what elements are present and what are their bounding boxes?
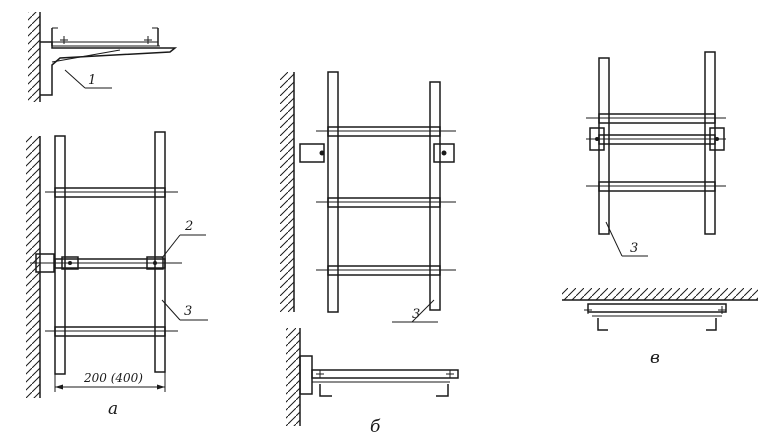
bolt-left-top bbox=[60, 36, 68, 44]
wall-anchor-a bbox=[35, 253, 55, 273]
label-3-a: 3 bbox=[184, 304, 192, 319]
ladder-a: 2 3 200 (400) а bbox=[26, 131, 208, 419]
plan-tray-v bbox=[587, 303, 727, 313]
plan-bolt-b-2 bbox=[446, 370, 454, 378]
bracket-strut bbox=[51, 49, 121, 63]
figure-b: 3 б bbox=[280, 71, 459, 437]
wall-hatch-top bbox=[28, 12, 40, 102]
plan-flange-v-right bbox=[706, 318, 717, 331]
figure-label-a: а bbox=[108, 399, 118, 419]
figure-a: 1 2 bbox=[26, 12, 208, 419]
leader-line-3-b bbox=[411, 299, 435, 323]
leader-line-2 bbox=[161, 234, 181, 259]
figure-v: 3 в bbox=[562, 51, 758, 368]
plan-view-b: б bbox=[286, 328, 459, 437]
stringer-right-a bbox=[154, 131, 166, 373]
wall-hatch-a bbox=[26, 136, 40, 398]
dimension-label: 200 (400) bbox=[83, 371, 143, 385]
figure-label-v: в bbox=[650, 348, 660, 368]
plan-flange-b-right bbox=[436, 384, 449, 397]
ceiling-hatch-v bbox=[562, 288, 758, 300]
label-3-b: 3 bbox=[412, 307, 420, 322]
plan-bolt-v-1 bbox=[584, 306, 592, 314]
bolt-right-top bbox=[144, 36, 152, 44]
ladder-b: 3 bbox=[280, 71, 456, 323]
label-2: 2 bbox=[184, 219, 193, 234]
plan-flange-v-left bbox=[597, 318, 608, 331]
plan-bolt-b-1 bbox=[316, 370, 324, 378]
plan-bracket-b bbox=[299, 355, 313, 395]
bracket-side-view: 1 bbox=[28, 12, 178, 102]
plan-tray-b bbox=[311, 369, 459, 379]
clamp-v-right bbox=[709, 127, 725, 151]
leader-line-1 bbox=[64, 69, 86, 89]
stringer-left-b bbox=[327, 71, 339, 313]
stringer-left-a bbox=[54, 135, 66, 375]
leader-line-3-v bbox=[605, 221, 623, 257]
clamp-right-a bbox=[146, 256, 164, 270]
clamp-v-left bbox=[589, 127, 605, 151]
stringer-left-v bbox=[598, 57, 610, 235]
clamp-left-a bbox=[61, 256, 79, 270]
bracket-plate bbox=[40, 41, 178, 96]
ladder-v: 3 bbox=[586, 51, 726, 257]
wall-anchor-b-right bbox=[433, 143, 455, 163]
plan-flange-b-left bbox=[319, 384, 332, 397]
wall-hatch-b bbox=[280, 72, 294, 312]
figure-label-b: б bbox=[370, 417, 381, 437]
leader-line-3-a bbox=[161, 299, 181, 321]
plan-bolt-v-2 bbox=[718, 306, 726, 314]
label-1: 1 bbox=[88, 73, 96, 88]
label-3-v: 3 bbox=[630, 241, 638, 256]
stringer-right-b bbox=[429, 81, 441, 311]
wall-hatch-b-plan bbox=[286, 328, 300, 426]
plan-view-v: в bbox=[562, 288, 758, 368]
